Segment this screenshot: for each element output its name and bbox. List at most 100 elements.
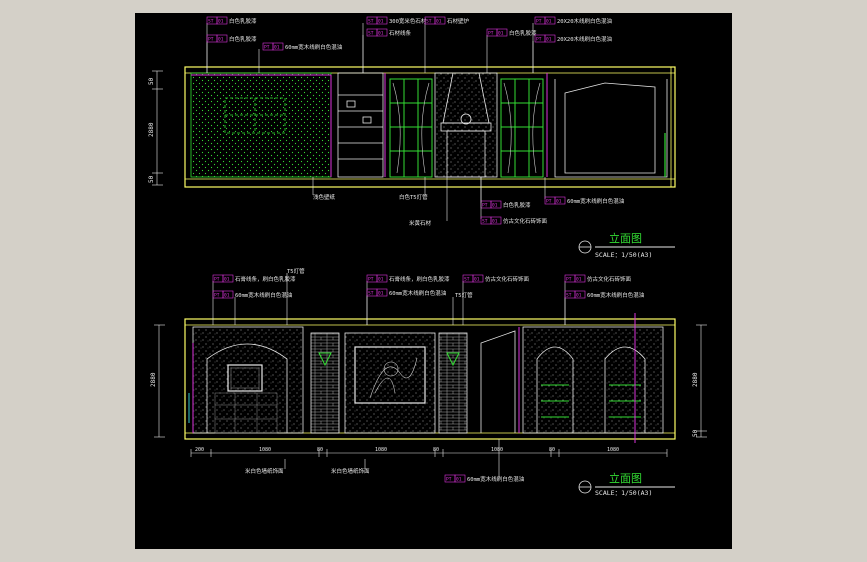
bottom-above-tag-box2-3 xyxy=(376,274,388,283)
top-below-callout-5: PT 01 60mm宽木线刷白色混油 xyxy=(544,177,625,205)
bottom-sconce-left xyxy=(318,352,332,367)
bottom-dim-label-6: 80 xyxy=(549,447,555,453)
top-above-note-7: 白色乳胶漆 xyxy=(509,29,537,37)
bottom-above-tag-box2-8 xyxy=(574,290,586,299)
bottom-dim-label-4: 80 xyxy=(433,447,439,453)
top-above-note-6: 20X20木线刷白色混油 xyxy=(557,17,613,25)
top-above-tag-box2-4 xyxy=(376,28,388,37)
top-above-tag2-8: 01 xyxy=(546,37,552,43)
top-below-note-1: 白色T5灯管 xyxy=(399,193,428,201)
bottom-elevation-title: 立面图 xyxy=(609,471,642,485)
bottom-sconce-right xyxy=(446,352,460,367)
top-below-callout-1: 白色T5灯管 xyxy=(399,177,428,201)
bottom-above-tag1-0: PT xyxy=(214,277,220,283)
top-below-tag1-5: PT xyxy=(546,199,552,205)
top-below-note-0: 浅色壁纸 xyxy=(313,193,336,201)
top-fireplace xyxy=(434,72,498,178)
top-above-tag2-0: 01 xyxy=(218,19,224,25)
top-above-note-0: 白色乳胶漆 xyxy=(229,17,257,25)
bottom-below-note-1: 米白色墙纸饰面 xyxy=(331,467,370,475)
bottom-dim-left-0: 2880 xyxy=(150,372,157,387)
bottom-right-niches xyxy=(522,326,664,434)
bottom-above-tag2-7: 01 xyxy=(576,277,582,283)
top-above-callout-7: PT 01 白色乳胶漆 xyxy=(486,28,537,73)
bottom-above-tag1-7: PT xyxy=(566,277,572,283)
top-dim-left-2: 50 xyxy=(148,175,155,183)
bottom-below-callout-1: 米白色墙纸饰面 xyxy=(331,459,370,475)
bottom-art-panel xyxy=(344,332,436,434)
bottom-above-tag-box2-4 xyxy=(376,288,388,297)
bottom-above-note-1: 60mm宽木线刷白色混油 xyxy=(235,291,293,299)
bottom-above-tag1-1: PT xyxy=(214,293,220,299)
bottom-above-note-5: 仿古文化石砖饰面 xyxy=(485,275,530,283)
top-window-left xyxy=(389,78,433,178)
bottom-dim-label-1: 1080 xyxy=(259,447,271,453)
top-above-tag1-5: ST xyxy=(426,19,432,25)
top-above-tag2-6: 01 xyxy=(546,19,552,25)
bottom-dim-label-5: 1080 xyxy=(491,447,503,453)
bottom-above-callout-2: T5灯管 xyxy=(286,267,305,325)
top-below-tag2-4: 01 xyxy=(492,219,498,225)
top-below-note-4: 仿古文化石砖饰面 xyxy=(503,217,548,225)
top-above-tag2-1: 01 xyxy=(218,37,224,43)
top-above-tag-box2-2 xyxy=(272,42,284,51)
top-above-tag-box2-1 xyxy=(216,34,228,43)
top-below-note-2: 白色乳胶漆 xyxy=(503,201,531,209)
top-above-tag2-7: 01 xyxy=(498,31,504,37)
bottom-above-tag2-8: 01 xyxy=(576,293,582,299)
bottom-above-callout-6: T5灯管 xyxy=(452,291,473,325)
top-below-callout-4: ST 01 仿古文化石砖饰面 xyxy=(480,177,548,225)
top-above-tag2-3: 01 xyxy=(378,19,384,25)
top-below-note-5: 60mm宽木线刷白色混油 xyxy=(567,197,625,205)
top-below-tag1-4: ST xyxy=(482,219,488,225)
top-above-tag-box2-0 xyxy=(216,16,228,25)
bottom-brick-column-left xyxy=(310,332,340,434)
bottom-dim-label-2: 80 xyxy=(317,447,323,453)
top-above-tag-box2-3 xyxy=(376,16,388,25)
bottom-above-note-3: 石膏线条，刷白色乳胶漆 xyxy=(389,275,450,283)
bottom-above-note-6: T5灯管 xyxy=(455,291,473,299)
top-above-tag-box2-5 xyxy=(434,16,446,25)
top-above-note-4: 石材线条 xyxy=(389,29,412,37)
bottom-above-tag-box2-0 xyxy=(222,274,234,283)
bottom-dim-label-3: 1080 xyxy=(375,447,387,453)
top-above-note-8: 20X20木线刷白色混油 xyxy=(557,35,613,43)
bottom-above-note-7: 仿古文化石砖饰面 xyxy=(587,275,632,283)
bottom-above-tag1-8: ST xyxy=(566,293,572,299)
bottom-above-note-2: T5灯管 xyxy=(287,267,305,275)
top-above-tag2-4: 01 xyxy=(378,31,384,37)
top-below-tag-box2-4 xyxy=(490,216,502,225)
bottom-above-tag-box2-5 xyxy=(472,274,484,283)
top-below-callout-3: 米黄石材 xyxy=(409,177,448,227)
top-below-tag-box2-5 xyxy=(554,196,566,205)
bottom-dim-label-0: 200 xyxy=(195,447,204,453)
bottom-dim-right-1: 50 xyxy=(692,429,699,437)
bottom-above-tag2-5: 01 xyxy=(474,277,480,283)
top-below-tag2-5: 01 xyxy=(556,199,562,205)
bottom-left-stone-panel xyxy=(192,326,304,434)
bottom-below-note-0: 米白色墙纸饰面 xyxy=(245,467,284,475)
top-elevation-scale: SCALE：1/50(A3) xyxy=(595,251,652,259)
top-elevation-title: 立面图 xyxy=(609,231,642,245)
top-above-tag-box2-6 xyxy=(544,16,556,25)
top-above-tag1-7: PT xyxy=(488,31,494,37)
top-title-block: 立面图 SCALE：1/50(A3) xyxy=(578,231,675,259)
bottom-dim-right-0: 2880 xyxy=(692,372,699,387)
top-below-callout-0: 浅色壁纸 xyxy=(312,177,336,201)
top-right-wall xyxy=(554,79,668,178)
